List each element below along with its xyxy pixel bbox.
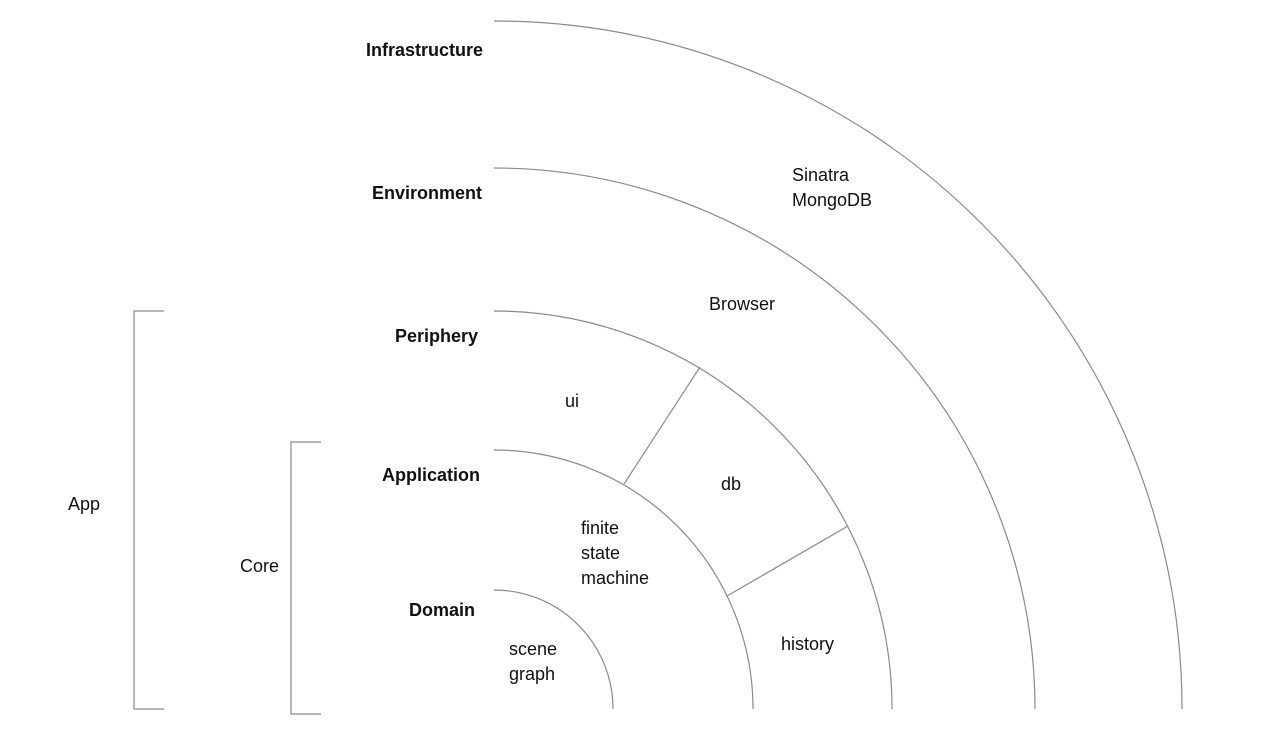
group-label-app: App bbox=[68, 494, 101, 514]
infrastructure-components: Sinatra MongoDB bbox=[792, 163, 872, 213]
core-bracket bbox=[290, 441, 321, 715]
ui-db-separator bbox=[623, 366, 701, 485]
domain-arc bbox=[493, 589, 614, 710]
component-db: db bbox=[721, 474, 742, 494]
component-scene: scene bbox=[509, 639, 558, 659]
db-history-separator bbox=[726, 525, 849, 597]
layer-label-infrastructure: Infrastructure bbox=[365, 40, 483, 60]
component-finite: finite bbox=[581, 518, 620, 538]
component-mongodb: MongoDB bbox=[792, 190, 873, 210]
periphery-arc bbox=[493, 310, 893, 710]
component-history: history bbox=[781, 634, 835, 654]
application-components: finite state machine bbox=[581, 516, 649, 591]
group-label-core: Core bbox=[240, 556, 280, 576]
layer-label-application: Application bbox=[382, 465, 480, 485]
environment-arc bbox=[493, 167, 1036, 710]
app-bracket bbox=[133, 310, 164, 710]
component-state: state bbox=[581, 543, 621, 563]
layer-label-periphery: Periphery bbox=[394, 326, 478, 346]
infrastructure-arc bbox=[493, 20, 1183, 710]
component-sinatra: Sinatra bbox=[792, 165, 850, 185]
component-machine: machine bbox=[581, 568, 650, 588]
component-ui: ui bbox=[565, 391, 580, 411]
component-graph: graph bbox=[509, 664, 556, 684]
layer-label-domain: Domain bbox=[408, 600, 475, 620]
domain-components: scene graph bbox=[509, 637, 557, 687]
component-browser: Browser bbox=[709, 294, 776, 314]
layer-label-environment: Environment bbox=[371, 183, 482, 203]
application-arc bbox=[493, 449, 754, 710]
